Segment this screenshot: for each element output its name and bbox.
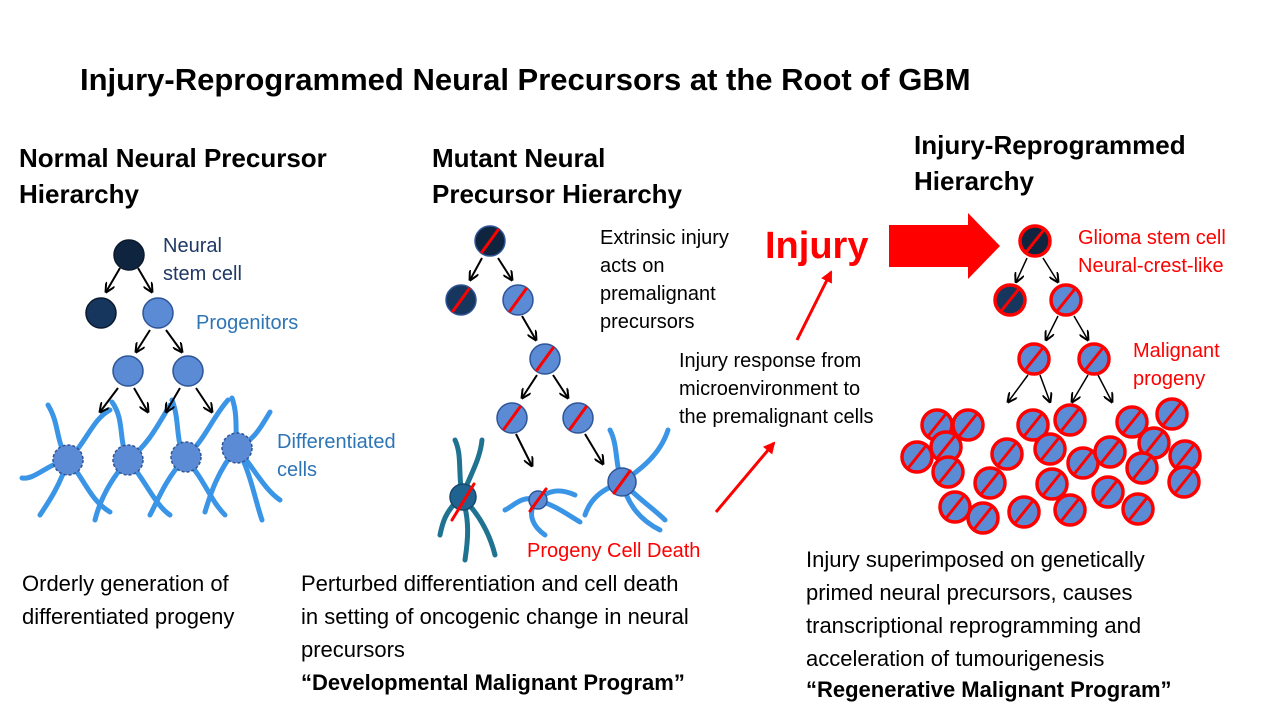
injury-response-label: Injury response from microenvironment to…: [679, 347, 874, 431]
mutant-caption-line3: precursors: [301, 637, 405, 662]
mutant-caption-line1: Perturbed differentiation and cell death: [301, 571, 679, 596]
regenerative-program-label: “Regenerative Malignant Program”: [806, 677, 1172, 702]
differentiated-cells-label-line2: cells: [277, 459, 318, 481]
neural-stem-cell-label: Neural stem cell: [163, 232, 242, 288]
injury-reprogrammed-tree: [900, 224, 1202, 535]
extrinsic-injury-label-line4: precursors: [600, 311, 695, 333]
mutation-slash: [1014, 500, 1034, 524]
differentiated-cell: [52, 444, 84, 476]
developmental-program-label: “Developmental Malignant Program”: [301, 670, 685, 695]
mutant-heading: Mutant Neural Precursor Hierarchy: [432, 140, 682, 212]
normal-caption-line2: differentiated progeny: [22, 604, 235, 629]
injury-caption-line3: transcriptional reprogramming and: [806, 613, 1142, 638]
mutation-slash: [1000, 288, 1020, 312]
differentiated-cell: [170, 441, 202, 473]
injury-response-arrow: [714, 441, 776, 513]
mutation-slash: [1162, 402, 1182, 426]
neural-crest-label: Neural-crest-like: [1078, 255, 1224, 277]
injury-caption-line1: Injury superimposed on genetically: [806, 547, 1145, 572]
normal-heading-line1: Normal Neural Precursor: [19, 143, 327, 173]
mutation-slash: [958, 413, 978, 437]
differentiated-cell: [221, 432, 253, 464]
extrinsic-injury-arrow: [795, 270, 833, 341]
malignant-progeny-label: Malignant progeny: [1133, 337, 1220, 393]
mutation-slash: [945, 495, 965, 519]
progenitor-cell: [112, 355, 144, 387]
mutation-slash: [1073, 451, 1093, 475]
progenitor-cell: [172, 355, 204, 387]
injury-caption-line4: acceleration of tumourigenesis: [806, 646, 1105, 671]
mutation-slash: [1060, 498, 1080, 522]
injury-block-arrow: [889, 213, 1000, 279]
neural-stem-cell-label-line2: stem cell: [163, 263, 242, 285]
normal-caption: Orderly generation of differentiated pro…: [22, 567, 234, 633]
mutation-slash: [1098, 480, 1118, 504]
injury-heading-line2: Hierarchy: [914, 166, 1034, 196]
dark-progenitor-cell: [85, 297, 117, 329]
differentiated-cells-label: Differentiated cells: [277, 428, 396, 484]
injury-response-label-line1: Injury response from: [679, 350, 862, 372]
mutation-slash: [938, 460, 958, 484]
injury-caption-line2: primed neural precursors, causes: [806, 580, 1133, 605]
progenitors-label: Progenitors: [196, 312, 299, 334]
mutant-heading-line1: Mutant Neural: [432, 143, 606, 173]
mutation-slash: [1042, 472, 1062, 496]
mutation-slash: [1040, 437, 1060, 461]
normal-hierarchy-tree: [19, 239, 283, 523]
mutation-slash: [1174, 470, 1194, 494]
injury-heading: Injury-Reprogrammed Hierarchy: [914, 127, 1186, 199]
extrinsic-injury-label-line1: Extrinsic injury: [600, 227, 729, 249]
mutant-hierarchy-tree: [437, 225, 833, 563]
page-title: Injury-Reprogrammed Neural Precursors at…: [80, 62, 971, 97]
differentiated-cell: [112, 444, 144, 476]
extrinsic-injury-label-line2: acts on: [600, 255, 665, 277]
injury-heading-line1: Injury-Reprogrammed: [914, 130, 1186, 160]
mutation-slash: [1122, 410, 1142, 434]
injury-word: Injury: [765, 225, 869, 267]
differentiated-cells-label-line1: Differentiated: [277, 431, 396, 453]
mutation-slash: [973, 506, 993, 530]
mutant-caption: Perturbed differentiation and cell death…: [301, 567, 689, 666]
malignant-progeny-label-line2: progeny: [1133, 368, 1206, 390]
mutation-slash: [927, 413, 947, 437]
mutation-slash: [1060, 408, 1080, 432]
normal-heading: Normal Neural Precursor Hierarchy: [19, 140, 327, 212]
injury-caption: Injury superimposed on genetically prime…: [806, 543, 1145, 675]
mutation-slash: [1025, 229, 1045, 253]
mutation-slash: [1024, 347, 1044, 371]
mutation-slash: [907, 445, 927, 469]
mutation-slash: [1100, 440, 1120, 464]
neural-stem-cell-label-line1: Neural: [163, 235, 222, 257]
glioma-stem-cell-label-line1: Glioma stem cell: [1078, 227, 1226, 249]
mutation-slash: [1128, 497, 1148, 521]
injury-response-label-line2: microenvironment to: [679, 378, 861, 400]
mutation-slash: [1175, 444, 1195, 468]
injury-response-label-line3: the premalignant cells: [679, 406, 874, 428]
mutation-slash: [1023, 413, 1043, 437]
progeny-cell-death-label: Progeny Cell Death: [527, 540, 701, 562]
mutant-heading-line2: Precursor Hierarchy: [432, 179, 683, 209]
glioma-stem-cell-label: Glioma stem cell Neural-crest-like: [1078, 224, 1226, 280]
mutation-slashes: [450, 228, 632, 522]
normal-heading-line2: Hierarchy: [19, 179, 139, 209]
neural-stem-cell: [113, 239, 145, 271]
extrinsic-injury-label: Extrinsic injury acts on premalignant pr…: [600, 224, 729, 336]
glioma-cells: [900, 224, 1202, 535]
mutant-caption-line2: in setting of oncogenic change in neural: [301, 604, 689, 629]
mutation-slash: [980, 471, 1000, 495]
mutation-slash: [1056, 288, 1076, 312]
mutation-slash: [1132, 456, 1152, 480]
normal-caption-line1: Orderly generation of: [22, 571, 229, 596]
mutation-slash: [1084, 347, 1104, 371]
mutation-slash: [997, 442, 1017, 466]
mutation-slash: [936, 435, 956, 459]
malignant-progeny-label-line1: Malignant: [1133, 340, 1220, 362]
extrinsic-injury-label-line3: premalignant: [600, 283, 716, 305]
mutation-slash: [1144, 431, 1164, 455]
progenitor-cell: [142, 297, 174, 329]
